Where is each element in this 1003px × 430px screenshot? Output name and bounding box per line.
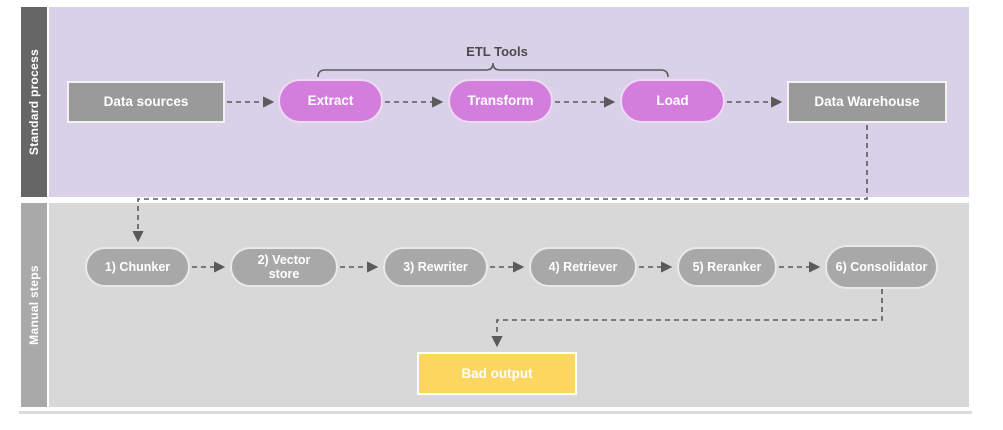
node-rewriter: 3) Rewriter [383,247,488,287]
node-data-sources-label: Data sources [103,94,189,110]
node-transform: Transform [448,79,553,123]
node-load: Load [620,79,725,123]
etl-tools-brace-icon [317,62,669,78]
etl-tools-label: ETL Tools [466,44,528,59]
arrow-consolidator-to-bad-output [491,289,883,348]
node-data-warehouse-label: Data Warehouse [814,94,920,110]
node-rewriter-label: 3) Rewriter [403,259,468,274]
node-data-warehouse: Data Warehouse [787,81,947,123]
node-consolidator: 6) Consolidator [825,245,938,289]
arrow-data-warehouse-to-chunker [132,125,868,243]
node-reranker-label: 5) Reranker [692,259,762,274]
node-transform-label: Transform [467,93,534,109]
node-extract-label: Extract [307,93,354,109]
diagram-bottom-divider [19,411,972,414]
node-retriever-label: 4) Retriever [548,259,618,274]
node-extract: Extract [278,79,383,123]
node-data-sources: Data sources [67,81,225,123]
node-vector-store-label: 2) Vector store [257,252,311,281]
node-load-label: Load [656,93,689,109]
node-bad-output-label: Bad output [461,365,533,381]
lane-label-bar-standard-process: Standard process [21,7,47,197]
node-chunker-label: 1) Chunker [104,259,171,274]
lane-label-bar-manual-steps: Manual steps [21,203,47,407]
node-retriever: 4) Retriever [529,247,637,287]
node-reranker: 5) Reranker [677,247,777,287]
node-consolidator-label: 6) Consolidator [835,259,928,274]
node-bad-output: Bad output [417,352,577,395]
node-chunker: 1) Chunker [85,247,190,287]
node-vector-store: 2) Vector store [230,247,338,287]
